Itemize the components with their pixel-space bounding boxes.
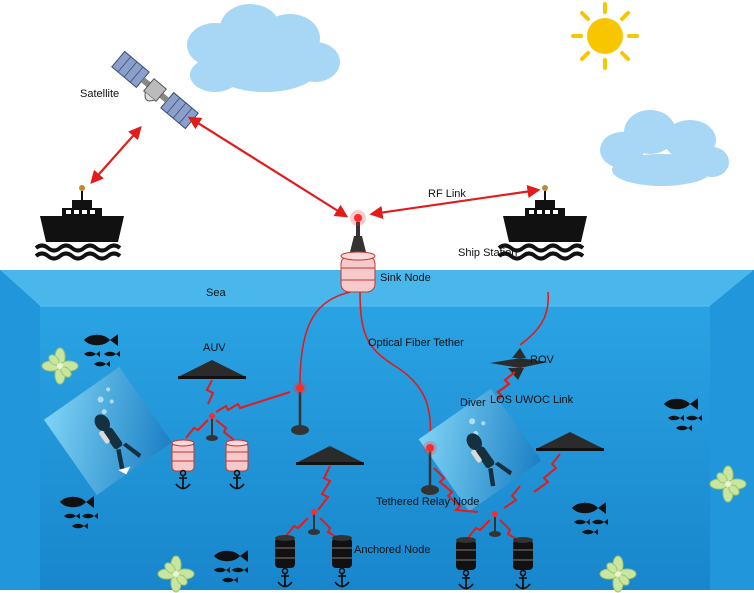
ship-station-label: Ship Station (458, 247, 518, 259)
auv-label: AUV (203, 342, 226, 354)
rf-links (90, 116, 541, 220)
los-uwoc-link-label: LOS UWOC Link (490, 394, 574, 406)
cloud-icon (187, 4, 340, 92)
sea-label: Sea (206, 287, 226, 299)
anchored-node-label: Anchored Node (354, 544, 431, 556)
diver-image (43, 366, 173, 496)
sink-node-icon (340, 210, 376, 293)
rov-icon (490, 348, 548, 380)
rf-link-label: RF Link (428, 188, 466, 200)
los-uwoc-link (487, 371, 516, 407)
node-cluster-middle (274, 465, 353, 588)
diver-image (418, 388, 542, 512)
rov-label: ROV (530, 354, 554, 366)
optical-fiber-tethers (299, 291, 550, 445)
sink-node-label: Sink Node (380, 272, 431, 284)
optical-fiber-tether-label: Optical Fiber Tether (368, 337, 464, 349)
tethered-relay-node-label: Tethered Relay Node (376, 496, 480, 508)
node-cluster-left (171, 379, 291, 490)
satellite-label: Satellite (80, 88, 120, 100)
node-cluster-right (433, 453, 561, 590)
diver-label: Diver (460, 397, 486, 409)
sun-icon (571, 2, 639, 70)
cloud-icon (600, 110, 729, 186)
sea-volume (0, 270, 754, 590)
ship-icon (34, 183, 126, 261)
satellite-icon (111, 50, 199, 130)
